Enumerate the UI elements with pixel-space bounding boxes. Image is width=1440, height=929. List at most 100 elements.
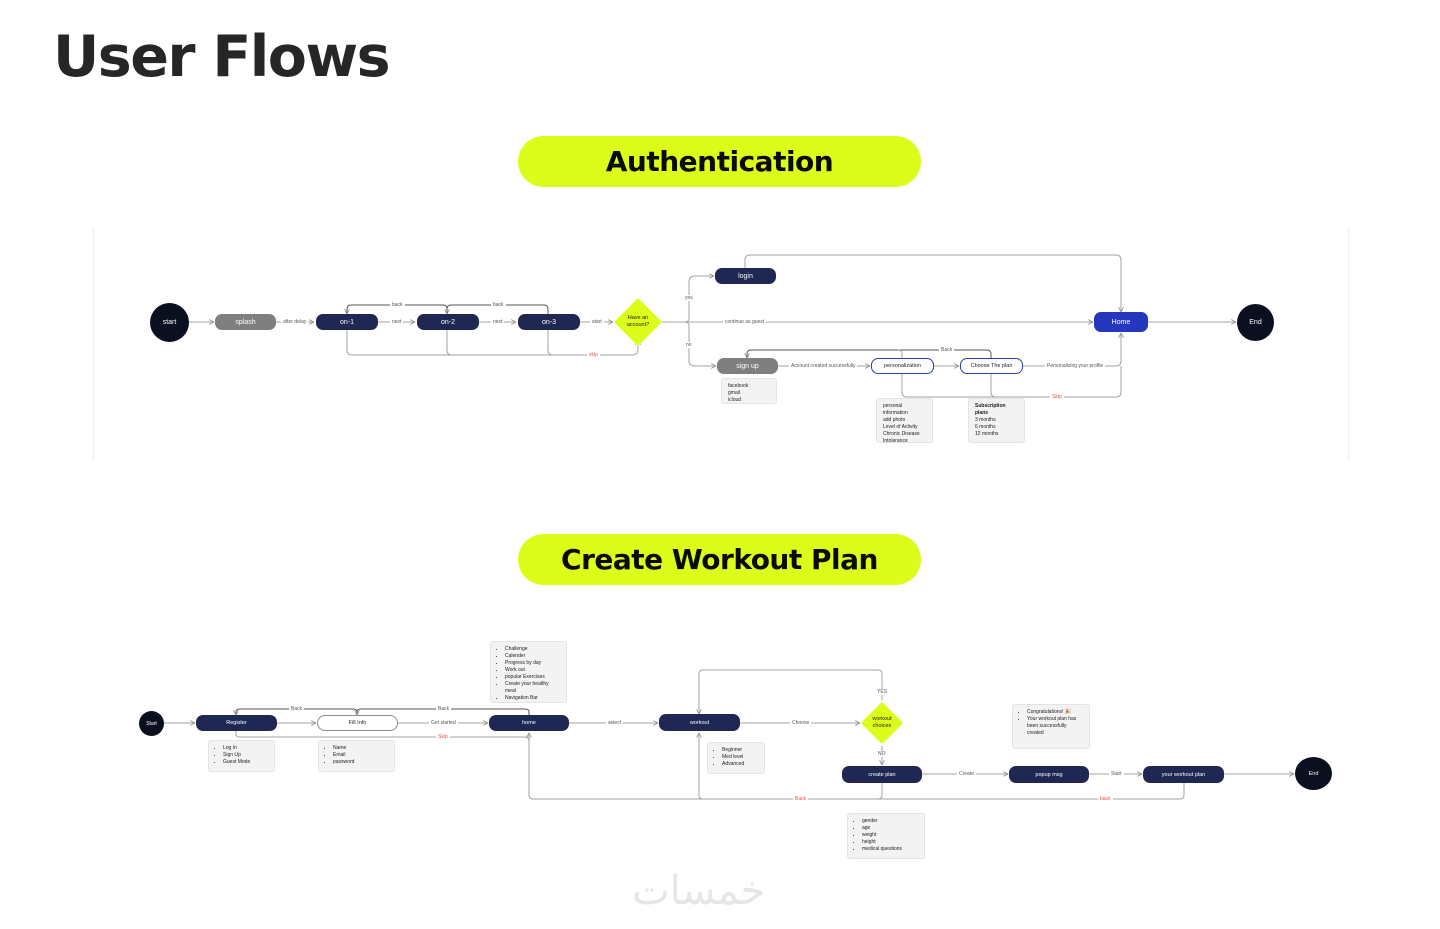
edge-label-back: back bbox=[491, 302, 506, 308]
note-item: facebook bbox=[728, 383, 749, 389]
edge-label-back: Back bbox=[939, 347, 955, 353]
section-heading-authentication: Authentication bbox=[518, 136, 921, 187]
note-item: Sign Up bbox=[223, 752, 268, 759]
edge-label-skip: Skip bbox=[1050, 394, 1064, 400]
edge-label-get-started: Get started bbox=[429, 720, 458, 726]
note-item: Navigation Bar bbox=[505, 695, 560, 702]
edge-label-back: back bbox=[1098, 796, 1113, 802]
edge-label-no: no bbox=[684, 342, 694, 348]
node-create-plan[interactable]: create plan bbox=[842, 766, 922, 783]
edge-yes-loop bbox=[699, 669, 883, 714]
note-item: Med level bbox=[722, 754, 758, 761]
edge-label-next: next bbox=[491, 319, 505, 325]
note-workout-levels: Beginner Med level Advanced bbox=[707, 742, 765, 774]
note-item: Calender bbox=[505, 653, 560, 660]
edge-label-yes: YES bbox=[875, 689, 890, 695]
decision-label: Have an account? bbox=[626, 315, 650, 328]
node-popup-msg[interactable]: popup msg bbox=[1009, 766, 1089, 783]
note-item: Advanced bbox=[722, 761, 758, 768]
edge-skip bbox=[346, 330, 638, 356]
note-item: password bbox=[333, 759, 388, 766]
edge-label-back: Back bbox=[436, 706, 452, 712]
edge-back-yourplan-home bbox=[529, 733, 1185, 800]
edge-label-back: Back bbox=[793, 796, 809, 802]
note-item: Guest Mode bbox=[223, 759, 268, 766]
note-item: Congratulations! 🎉 bbox=[1027, 709, 1083, 716]
note-signup-options: facebook gmail icloud bbox=[721, 378, 777, 404]
edge-label-skip: skip bbox=[587, 352, 600, 358]
edge-label-no: NO bbox=[876, 751, 888, 757]
note-item: Chronic Disease bbox=[883, 431, 920, 437]
node-start[interactable]: start bbox=[150, 303, 189, 342]
decision-have-account[interactable]: Have an account? bbox=[613, 297, 663, 347]
note-item: 6 months bbox=[975, 424, 996, 430]
page-title: User Flows bbox=[53, 24, 391, 90]
note-item: Create your healthy meal bbox=[505, 681, 560, 695]
edge-label-personalizing: Personalizing your profile bbox=[1045, 363, 1106, 369]
edge-label-start: start bbox=[590, 319, 604, 325]
node-home[interactable]: home bbox=[489, 715, 569, 731]
edge-yes bbox=[684, 276, 714, 323]
note-subscription-plans: Subscription plans 3 months 6 months 12 … bbox=[968, 398, 1025, 443]
node-workout[interactable]: workout bbox=[659, 714, 740, 731]
note-fill-info-fields: Name Email password bbox=[318, 740, 395, 772]
note-create-plan-questions: gender age weight height medical questio… bbox=[847, 813, 925, 859]
node-register[interactable]: Register bbox=[196, 715, 277, 731]
note-item: Your workout plan has been successfully … bbox=[1027, 716, 1083, 737]
edge-label-skip: Skip bbox=[436, 734, 450, 740]
node-personalization[interactable]: personalization bbox=[871, 358, 934, 374]
note-item: gender bbox=[862, 818, 918, 825]
edge-label-select: select bbox=[606, 720, 624, 726]
edge-label-create: Create bbox=[957, 771, 977, 777]
edge-label-after-delay: after delay bbox=[281, 319, 309, 325]
edge-login-home bbox=[744, 254, 1121, 312]
note-item: Work out bbox=[505, 667, 560, 674]
note-item: Log In bbox=[223, 745, 268, 752]
edge-back-signup bbox=[747, 349, 992, 358]
node-home[interactable]: Home bbox=[1094, 312, 1148, 332]
note-item: Progress by day bbox=[505, 660, 560, 667]
note-item: Name bbox=[333, 745, 388, 752]
note-item: popular Exercises bbox=[505, 674, 560, 681]
section-heading-workout-plan: Create Workout Plan bbox=[518, 534, 921, 585]
node-splash[interactable]: splash bbox=[215, 314, 276, 330]
note-popup-message: Congratulations! 🎉 Your workout plan has… bbox=[1012, 704, 1090, 749]
edge-no bbox=[684, 321, 716, 366]
note-item: gmail bbox=[728, 390, 740, 396]
note-item: weight bbox=[862, 832, 918, 839]
edge-label-start: Start bbox=[1109, 771, 1124, 777]
node-end[interactable]: End bbox=[1237, 304, 1274, 341]
decision-label: workout choices bbox=[872, 716, 892, 729]
note-heading: Subscription plans bbox=[975, 403, 1006, 416]
note-item: medical questions bbox=[862, 846, 918, 853]
edge-plan-home bbox=[1023, 333, 1121, 367]
note-item: add photo bbox=[883, 417, 906, 423]
note-item: icloud bbox=[728, 397, 742, 403]
note-item: Intolerance bbox=[883, 438, 908, 444]
note-personalization: personal information add photo Level of … bbox=[876, 398, 933, 444]
watermark-logo: خمسات bbox=[632, 868, 766, 914]
node-on1[interactable]: on-1 bbox=[316, 314, 378, 330]
node-fill-info[interactable]: Fill Info bbox=[317, 715, 398, 731]
edge-label-next: next bbox=[390, 319, 404, 325]
edge-label-yes: yes bbox=[683, 295, 695, 301]
note-item: age bbox=[862, 825, 918, 832]
auth-diagram-frame bbox=[93, 227, 1349, 461]
note-item: height bbox=[862, 839, 918, 846]
node-signup[interactable]: sign up bbox=[717, 358, 778, 374]
node-on3[interactable]: on-3 bbox=[518, 314, 580, 330]
node-on2[interactable]: on-2 bbox=[417, 314, 479, 330]
note-item: 3 months bbox=[975, 417, 996, 423]
node-end[interactable]: End bbox=[1295, 757, 1332, 790]
note-item: Email bbox=[333, 752, 388, 759]
edge-label-back: Back bbox=[289, 706, 305, 712]
node-login[interactable]: login bbox=[715, 268, 776, 284]
note-item: 12 months bbox=[975, 431, 999, 437]
note-item: Challenge bbox=[505, 646, 560, 653]
node-start[interactable]: Start bbox=[139, 711, 164, 736]
decision-workout-choices[interactable]: workout choices bbox=[860, 700, 904, 746]
node-choose-plan[interactable]: Choose The plan bbox=[960, 358, 1023, 374]
node-your-workout-plan[interactable]: your workout plan bbox=[1143, 766, 1224, 783]
note-item: personal information bbox=[883, 403, 908, 416]
